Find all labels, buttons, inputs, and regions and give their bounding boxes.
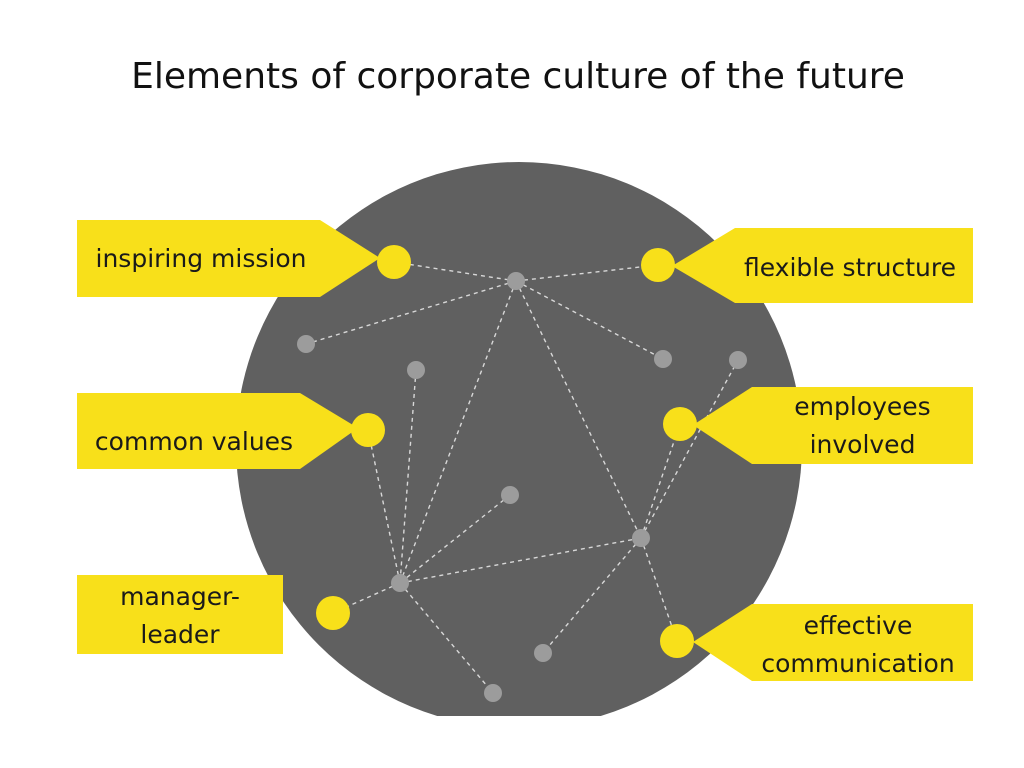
network-nodes: [297, 272, 747, 702]
network-node: [507, 272, 525, 290]
label-effective-communication: effective communication: [743, 605, 973, 685]
callout-effective-communication: [660, 604, 973, 681]
callout-common-values: [77, 393, 385, 469]
network-node: [484, 684, 502, 702]
label-effective-communication-line2: communication: [761, 649, 955, 678]
network-node: [297, 335, 315, 353]
label-flexible-structure-text: flexible structure: [743, 253, 957, 282]
callout-employees-involved: [663, 387, 973, 464]
diagram-title: Elements of corporate culture of the fut…: [131, 56, 905, 97]
label-inspiring-mission: inspiring mission: [80, 222, 322, 295]
label-effective-communication-line1: effective: [803, 611, 913, 640]
label-manager-leader-line2: leader: [140, 620, 220, 649]
label-common-values-text: common values: [94, 427, 294, 456]
callout-flexible-structure: [641, 228, 973, 303]
network-circle: [236, 162, 802, 716]
label-manager-leader-line1: manager-: [120, 582, 240, 611]
network-node: [407, 361, 425, 379]
network-node: [654, 350, 672, 368]
label-employees-involved-line1: employees: [794, 392, 931, 421]
label-employees-involved: employees involved: [752, 388, 973, 464]
callout-manager-leader: [77, 575, 350, 654]
network-node: [729, 351, 747, 369]
label-common-values: common values: [80, 412, 308, 472]
label-employees-involved-line2: involved: [809, 430, 916, 459]
label-inspiring-mission-text: inspiring mission: [95, 243, 307, 273]
network-node: [501, 486, 519, 504]
label-manager-leader: manager- leader: [77, 578, 283, 654]
connection-lines: [305, 261, 739, 694]
network-node: [534, 644, 552, 662]
callout-inspiring-mission: [77, 220, 411, 297]
network-node: [632, 529, 650, 547]
network-node: [391, 574, 409, 592]
label-flexible-structure: flexible structure: [730, 232, 970, 304]
